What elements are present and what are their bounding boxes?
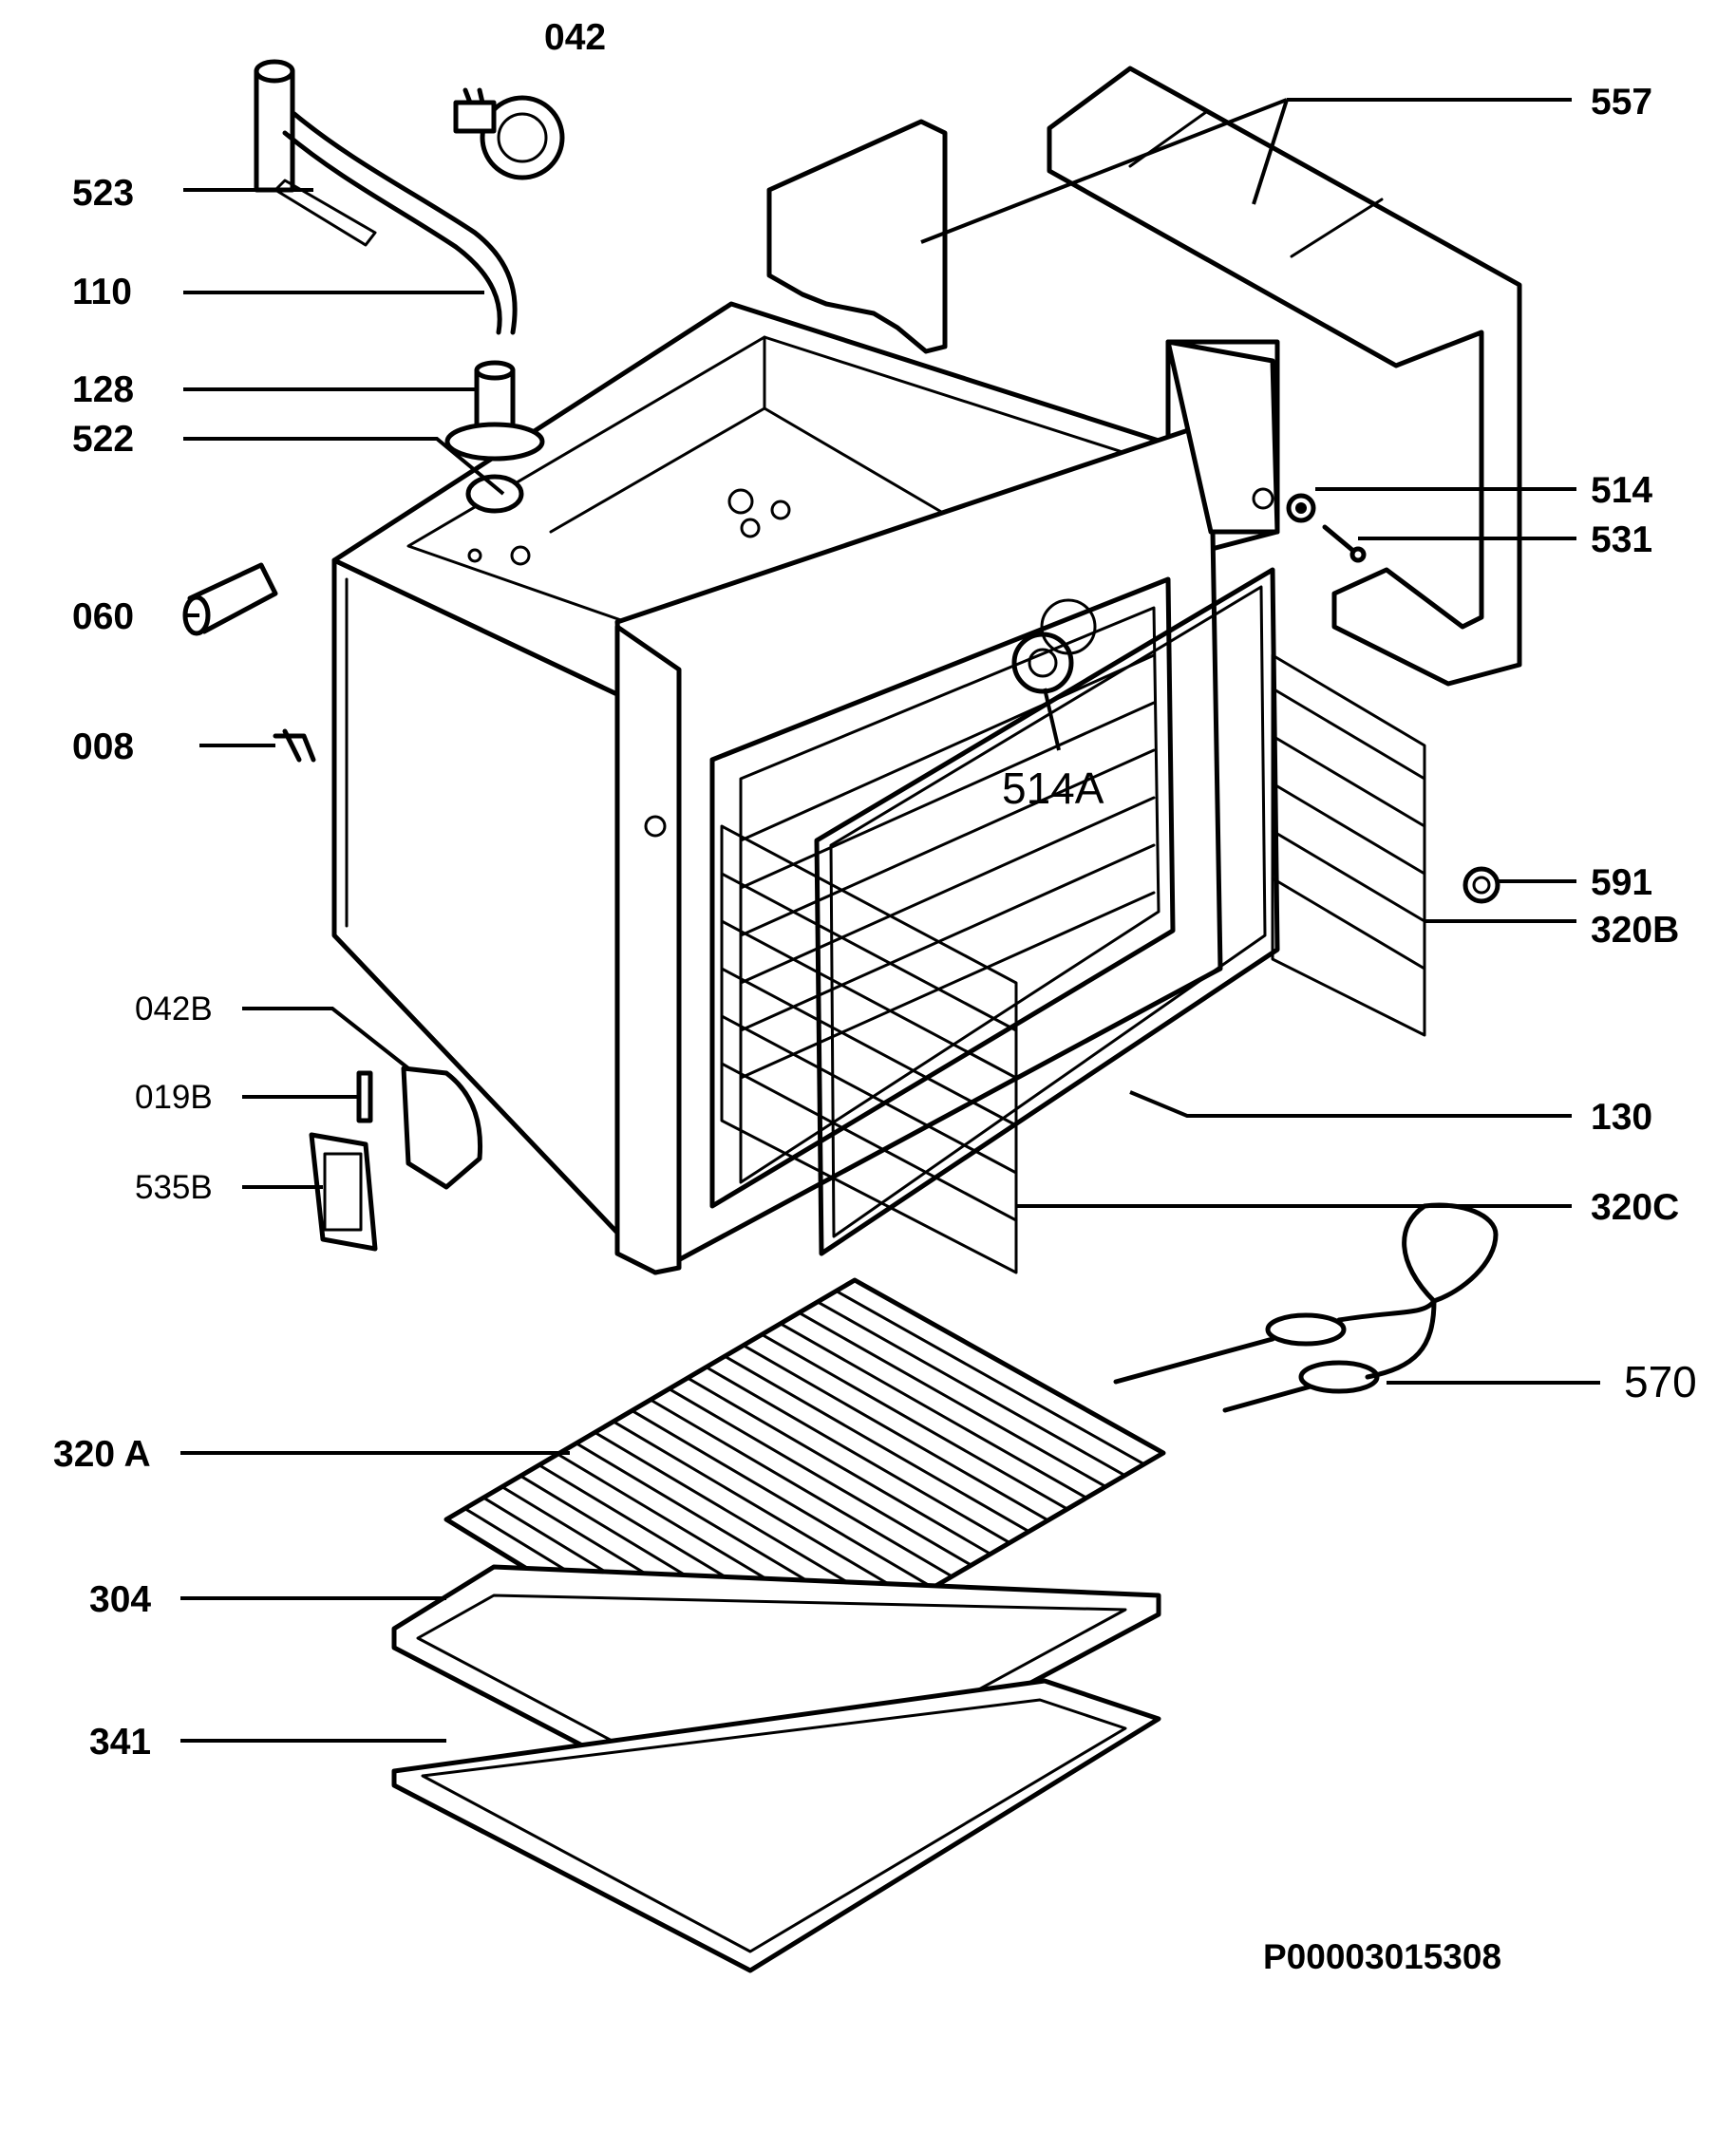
label-341: 341 (89, 1722, 152, 1763)
label-535b: 535B (135, 1169, 213, 1206)
screw-531 (1322, 524, 1367, 563)
screw-514 (1286, 493, 1316, 523)
label-130: 130 (1591, 1097, 1653, 1138)
grid-wire (797, 1311, 1107, 1488)
grid-wire (668, 1387, 973, 1567)
grid-wire (760, 1332, 1069, 1511)
grid-wire (630, 1408, 934, 1590)
label-304: 304 (89, 1579, 152, 1620)
grid-wire (649, 1398, 953, 1578)
clip-008 (273, 728, 316, 763)
label-557: 557 (1591, 82, 1653, 123)
label-110: 110 (72, 272, 132, 312)
label-522: 522 (72, 419, 135, 460)
grid-wire (612, 1420, 915, 1601)
reference-code: P00003015308 (1263, 1937, 1502, 1976)
label-042b: 042B (135, 990, 213, 1028)
label-128: 128 (72, 369, 135, 410)
label-531: 531 (1591, 519, 1653, 560)
label-320a: 320 A (53, 1434, 151, 1475)
label-514a: 514A (1002, 764, 1104, 813)
label-570: 570 (1624, 1357, 1697, 1406)
label-320b: 320B (1591, 910, 1680, 951)
oven-cavity (331, 301, 1426, 1275)
label-042: 042 (544, 17, 607, 58)
nut-591 (1462, 866, 1500, 904)
grid-wire (705, 1366, 1011, 1545)
label-008: 008 (72, 726, 135, 767)
vent-pipe-assembly (254, 59, 545, 514)
label-523: 523 (72, 173, 135, 214)
label-320c: 320C (1591, 1187, 1680, 1228)
seal-060 (182, 562, 278, 636)
lamp-assembly (309, 1066, 483, 1252)
grid-wire (686, 1376, 992, 1556)
label-060: 060 (72, 596, 135, 637)
grid-wire (816, 1300, 1127, 1478)
label-514: 514 (1591, 470, 1653, 511)
label-019b: 019B (135, 1079, 213, 1116)
grid-wire (742, 1344, 1050, 1522)
grid-wire (834, 1289, 1146, 1466)
insulation-557 (766, 66, 1522, 687)
leader-lines (180, 98, 1600, 1743)
tray-341 (391, 1678, 1161, 1973)
thermostat-042 (453, 87, 565, 180)
meat-probe-570 (1113, 1202, 1499, 1413)
grid-wire (723, 1354, 1030, 1534)
label-591: 591 (1591, 862, 1653, 903)
grid-wire (779, 1322, 1088, 1499)
